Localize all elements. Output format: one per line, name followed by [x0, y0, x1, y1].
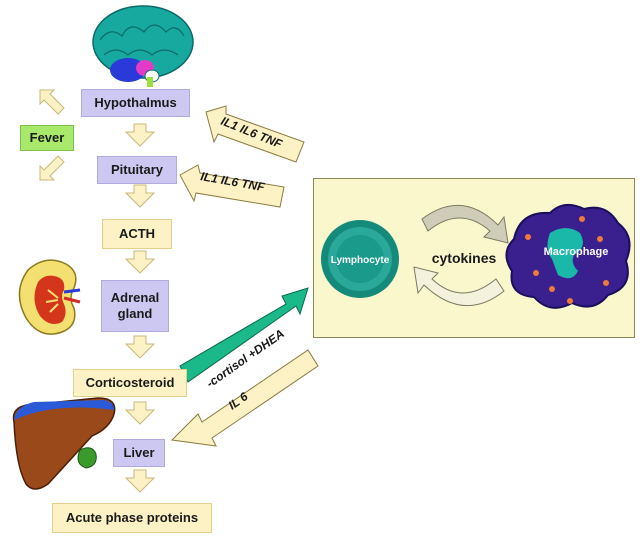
pituitary-cytokine-arrow: [179, 164, 285, 208]
liver-icon: [12, 397, 116, 490]
liver-label: Liver: [123, 445, 155, 460]
pituitary-label: Pituitary: [110, 162, 163, 177]
lymphocyte-label: Lymphocyte: [331, 255, 390, 266]
adrenal-label-line1: Adrenal: [110, 290, 160, 305]
fever-arrows: [39, 89, 65, 181]
cortisol-arrow: [179, 287, 309, 383]
hypothalamus-box: Hypothalmus: [81, 89, 190, 117]
acute-phase-proteins-label: Acute phase proteins: [65, 510, 199, 525]
brain-icon: [92, 5, 194, 87]
fever-label: Fever: [29, 130, 65, 145]
hypothalamus-cytokine-arrow: [205, 105, 305, 163]
acute-phase-proteins-box: Acute phase proteins: [52, 503, 212, 533]
flow-arrows: [124, 123, 156, 493]
adrenal-label-line2: gland: [117, 306, 153, 321]
corticosteroid-label: Corticosteroid: [85, 375, 175, 390]
macrophage-label: Macrophage: [544, 246, 609, 258]
pituitary-box: Pituitary: [97, 156, 177, 184]
fever-box: Fever: [20, 125, 74, 151]
adrenal-gland-box: Adrenal gland: [101, 280, 169, 332]
kidney-icon: [18, 259, 81, 335]
corticosteroid-box: Corticosteroid: [73, 369, 187, 397]
macrophage-cell-icon: [505, 203, 631, 309]
cytokine-cycle-icon: [413, 205, 509, 306]
immune-interaction-panel: Lymphocyte cytokines Macrophage: [313, 178, 635, 338]
panel-graphics: Lymphocyte cytokines Macrophage: [321, 203, 631, 309]
acth-box: ACTH: [102, 219, 172, 249]
liver-box: Liver: [113, 439, 165, 467]
hypothalamus-label: Hypothalmus: [94, 95, 177, 110]
il6-arrow: [170, 349, 319, 447]
acth-label: ACTH: [118, 226, 156, 241]
cytokines-label: cytokines: [432, 250, 497, 266]
lymphocyte-cell-icon: [321, 220, 399, 298]
